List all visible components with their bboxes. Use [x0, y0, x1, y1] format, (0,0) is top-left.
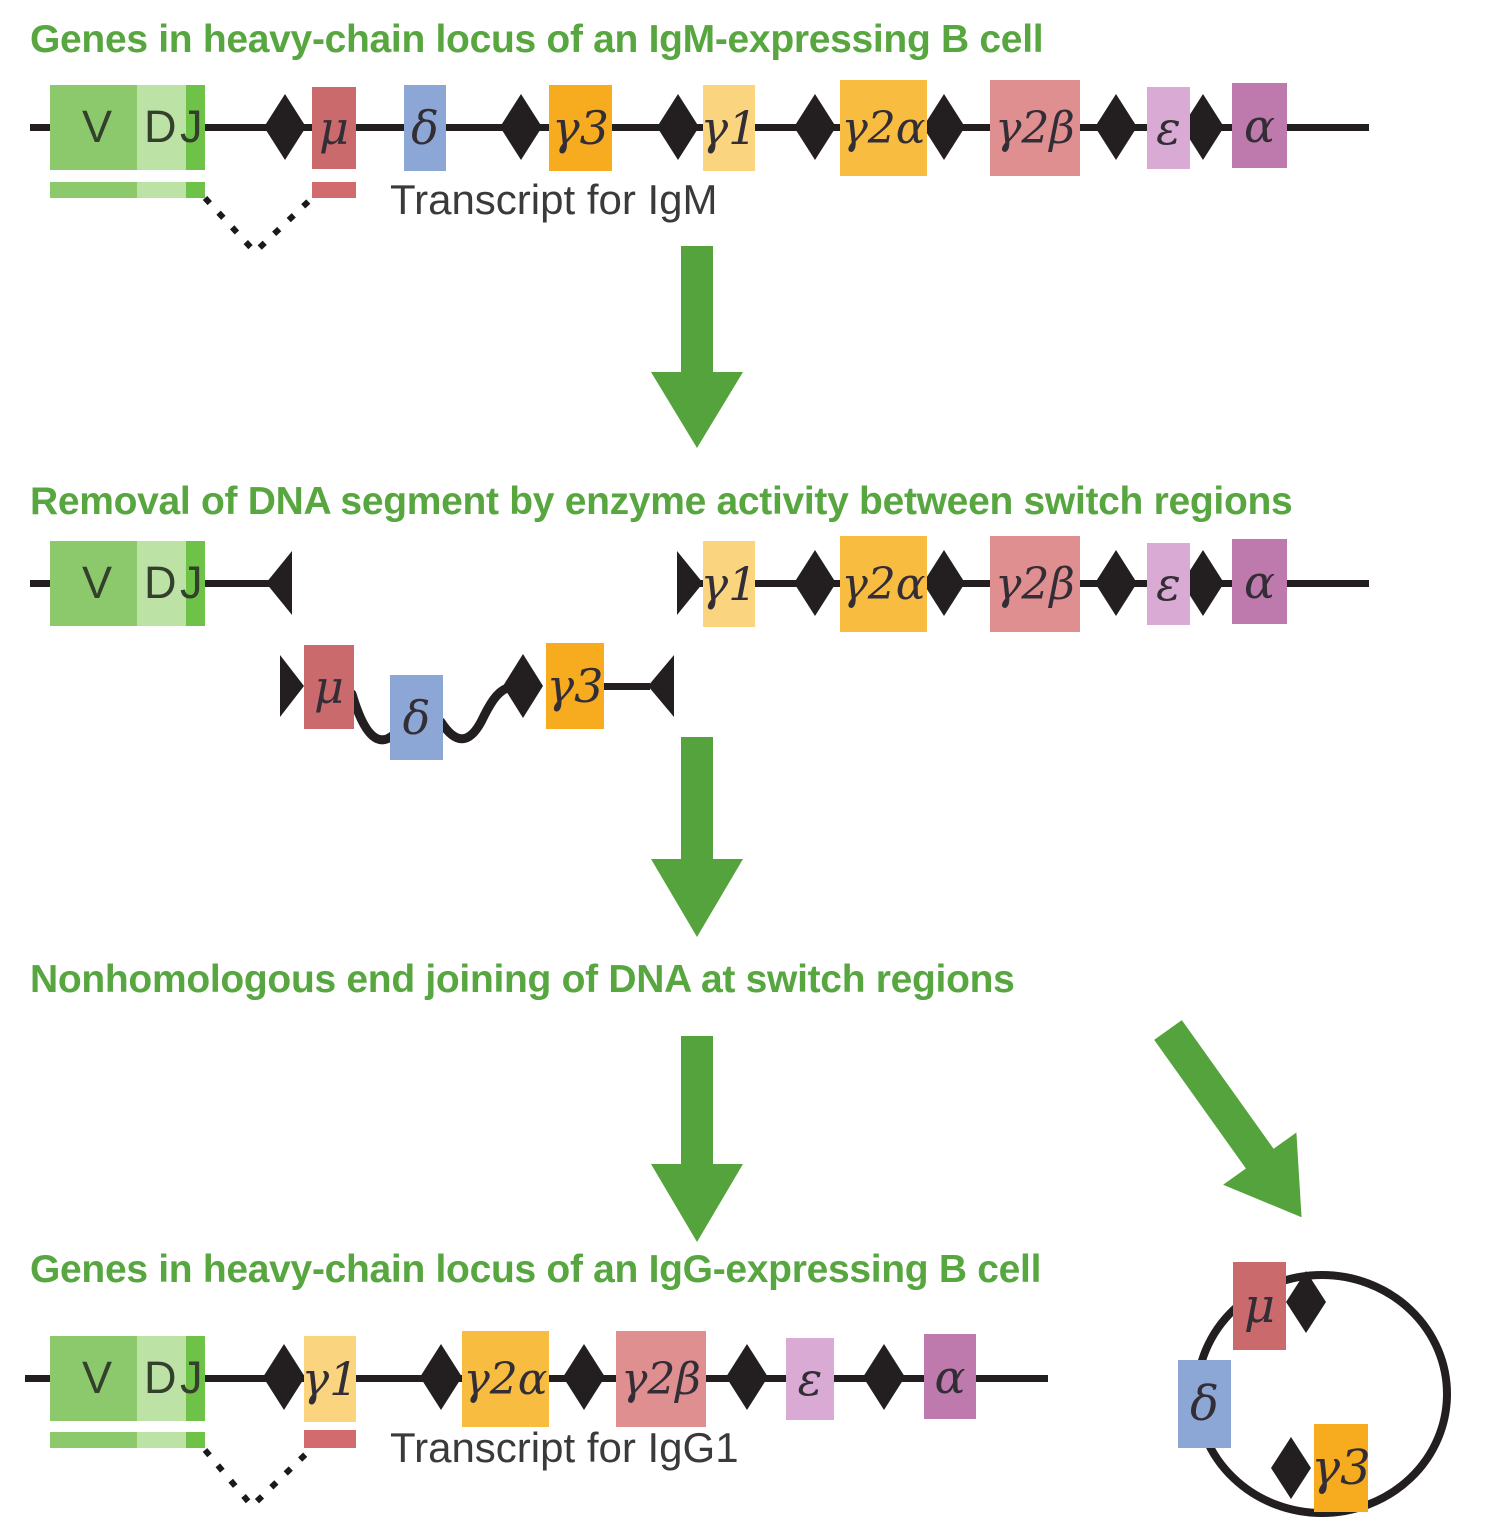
d-label: D: [144, 100, 177, 152]
v-segment: [50, 1336, 137, 1421]
gene-box-delta-circle: δ: [1178, 1360, 1231, 1448]
transcript-bar-vdj: [50, 1432, 205, 1448]
gene-box-gamma2alpha: γ2α: [840, 536, 927, 632]
excised-loop-connector-line-2: [436, 682, 517, 744]
gene-box-gamma1: γ1: [302, 1336, 358, 1422]
gene-box-gamma2beta: γ2β: [990, 536, 1080, 632]
transcript-igg1-caption: Transcript for IgG1: [390, 1424, 739, 1471]
gene-box-gamma1: γ1: [701, 541, 757, 627]
down-arrow-icon: [651, 737, 743, 939]
d-label: D: [144, 556, 177, 608]
section-title-igg: Genes in heavy-chain locus of an IgG-exp…: [30, 1248, 1042, 1291]
transcript-igm-caption: Transcript for IgM: [390, 176, 718, 223]
gene-box-gamma2beta: γ2β: [990, 80, 1080, 176]
transcript-v: [50, 1432, 137, 1448]
gene-box-mu: μ: [312, 87, 356, 169]
diagonal-arrow-shaft: [1154, 1020, 1275, 1171]
diagonal-arrow-icon: [1154, 1020, 1302, 1218]
gene-box-gamma2beta: γ2β: [616, 1331, 706, 1427]
section-title-igm: Genes in heavy-chain locus of an IgM-exp…: [30, 18, 1044, 61]
transcript-v: [50, 182, 137, 198]
gene-box-gamma2alpha: γ2α: [462, 1331, 549, 1427]
down-arrow-icon: [651, 1036, 743, 1246]
gene-box-epsilon: ε: [1147, 87, 1190, 169]
gene-box-delta: δ: [404, 85, 446, 171]
gene-box-alpha: α: [924, 1334, 976, 1419]
gene-box-mu: μ: [304, 645, 354, 729]
section-title-removal: Removal of DNA segment by enzyme activit…: [30, 480, 1293, 523]
d-segment: [137, 85, 186, 170]
v-segment: [50, 85, 137, 170]
down-arrow-head: [651, 1164, 743, 1242]
dna-line-excised: [604, 683, 650, 690]
diagonal-arrow-head: [1223, 1132, 1302, 1218]
j-segment: [186, 1336, 205, 1421]
down-arrow-head: [651, 859, 743, 937]
down-arrow-icon: [651, 246, 743, 450]
gene-box-gamma1: γ1: [701, 85, 757, 171]
splice-igm-dotted-line: [202, 195, 315, 257]
j-label: J: [180, 556, 203, 608]
vdj-segment-igm: V D J: [50, 85, 205, 170]
transcript-bar-gamma1: [304, 1430, 356, 1448]
transcript-j: [186, 1432, 205, 1448]
section-title-nhej: Nonhomologous end joining of DNA at swit…: [30, 958, 1015, 1001]
j-label: J: [180, 1351, 203, 1403]
transcript-d: [137, 1432, 186, 1448]
gene-box-delta: δ: [390, 675, 443, 760]
down-arrow-head: [651, 372, 743, 448]
gene-box-gamma3-circle: γ3: [1311, 1424, 1371, 1512]
vdj-segment-removal: V D J: [50, 541, 205, 626]
j-segment: [186, 85, 205, 170]
gene-box-mu-circle: μ: [1233, 1262, 1286, 1350]
down-arrow-shaft: [681, 737, 713, 861]
transcript-bar-vdj: [50, 182, 205, 198]
gene-box-alpha: α: [1232, 539, 1287, 624]
dna-line-igm: [30, 124, 1369, 131]
gene-box-epsilon: ε: [786, 1338, 834, 1420]
vdj-segment-igg: V D J: [50, 1336, 205, 1421]
splice-igg1-dotted-line: [202, 1447, 313, 1511]
gene-box-alpha: α: [1232, 83, 1287, 168]
gene-box-epsilon: ε: [1147, 543, 1190, 625]
v-segment: [50, 541, 137, 626]
v-label: V: [82, 1351, 113, 1403]
v-label: V: [82, 100, 113, 152]
gene-box-gamma2alpha: γ2α: [840, 80, 927, 176]
transcript-j: [186, 182, 205, 198]
d-segment: [137, 1336, 186, 1421]
gene-box-gamma3: γ3: [546, 643, 604, 729]
transcript-d: [137, 182, 186, 198]
v-label: V: [82, 556, 113, 608]
j-segment: [186, 541, 205, 626]
transcript-bar-mu: [312, 182, 356, 198]
down-arrow-shaft: [681, 1036, 713, 1166]
j-label: J: [180, 100, 203, 152]
d-label: D: [144, 1351, 177, 1403]
gene-box-gamma3: γ3: [549, 85, 612, 171]
down-arrow-shaft: [681, 246, 713, 374]
d-segment: [137, 541, 186, 626]
